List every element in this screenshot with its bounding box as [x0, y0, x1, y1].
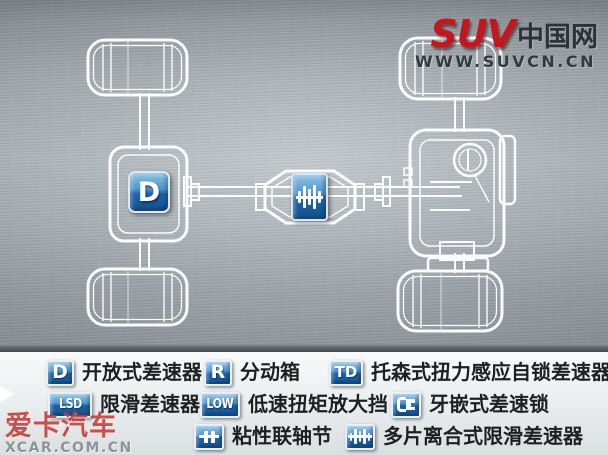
badge-letter-lsd: LSD — [58, 397, 82, 412]
legend-item-multi-plate-lsd: 多片离合式限滑差速器 — [345, 423, 583, 450]
legend-label-open-differential: 开放式差速器 — [82, 360, 202, 384]
legend-item-lsd: LSD 限滑差速器 — [48, 391, 200, 418]
viscous-coupling-badge — [194, 423, 224, 450]
multi-plate-clutch-icon — [347, 429, 373, 444]
legend-item-torsen-differential: TD 托森式扭力感应自锁差速器 — [329, 359, 608, 386]
legend-divider — [0, 344, 608, 353]
legend-label-viscous-coupling: 粘性联轴节 — [232, 424, 332, 448]
shaft-flange-right — [374, 176, 391, 207]
wheel-bottom-right — [396, 269, 504, 333]
wheel-top-right — [398, 36, 503, 101]
legend-label-low-gear: 低速扭矩放大挡 — [248, 392, 388, 416]
xcar-watermark-cn: 爱卡汽车 — [5, 411, 117, 442]
legend-item-open-differential: D 开放式差速器 — [46, 359, 202, 386]
engine-transmission-outline — [403, 128, 517, 273]
suv-logo-brand: SUV — [430, 12, 516, 56]
badge-letter-td: TD — [334, 363, 358, 381]
legend-label-transfer-case: 分动箱 — [240, 360, 300, 384]
legend-item-transfer-case: R 分动箱 — [204, 359, 300, 386]
badge-letter-r: R — [210, 361, 226, 383]
legend-item-low-gear: LOW 低速扭矩放大挡 — [200, 391, 388, 418]
xcar-watermark-en: XCAR.COM.CN — [5, 440, 133, 455]
torsen-differential-badge: TD — [329, 359, 363, 386]
front-differential-outline — [108, 145, 189, 243]
multi-plate-clutch-icon — [296, 185, 323, 209]
wheel-bottom-left — [86, 267, 189, 327]
legend-band — [0, 352, 608, 455]
legend-label-lsd: 限滑差速器 — [100, 392, 200, 416]
left-edge-arrow-icon — [0, 386, 15, 402]
open-differential-badge: D — [46, 359, 74, 386]
suv-logo-url: www.suvcn.cn — [415, 52, 596, 71]
legend-label-torsen-differential: 托森式扭力感应自锁差速器 — [371, 360, 608, 384]
lsd-badge: LSD — [48, 391, 92, 418]
badge-letter-low: LOW — [206, 397, 234, 412]
suv-logo-brand-cn: 中国网 — [517, 21, 598, 53]
transfer-case-badge: R — [204, 359, 232, 386]
wheel-top-left — [86, 38, 189, 97]
legend-label-multi-plate-lsd: 多片离合式限滑差速器 — [383, 424, 583, 448]
legend-item-dog-clutch-lock: 牙嵌式差速锁 — [391, 391, 549, 418]
center-coupling-badge — [291, 173, 328, 221]
low-gear-badge: LOW — [200, 391, 240, 418]
front-axle-shaft — [139, 93, 150, 271]
legend-label-dog-clutch-lock: 牙嵌式差速锁 — [429, 392, 549, 416]
dog-clutch-badge — [391, 391, 421, 418]
dog-clutch-icon — [396, 396, 416, 413]
front-differential-badge: D — [128, 171, 170, 213]
center-coupling-outline — [255, 169, 365, 225]
legend-item-viscous-coupling: 粘性联轴节 — [194, 423, 332, 450]
front-differential-badge-letter: D — [137, 176, 161, 208]
chassis-outline-drawing — [0, 0, 608, 352]
viscous-coupling-icon — [199, 429, 219, 445]
suv-china-logo: SUV中国网 — [430, 12, 598, 56]
xcar-watermark: 爱卡汽车 XCAR.COM.CN — [5, 413, 133, 455]
badge-letter-d: D — [52, 361, 68, 383]
multi-plate-lsd-badge — [345, 423, 375, 450]
